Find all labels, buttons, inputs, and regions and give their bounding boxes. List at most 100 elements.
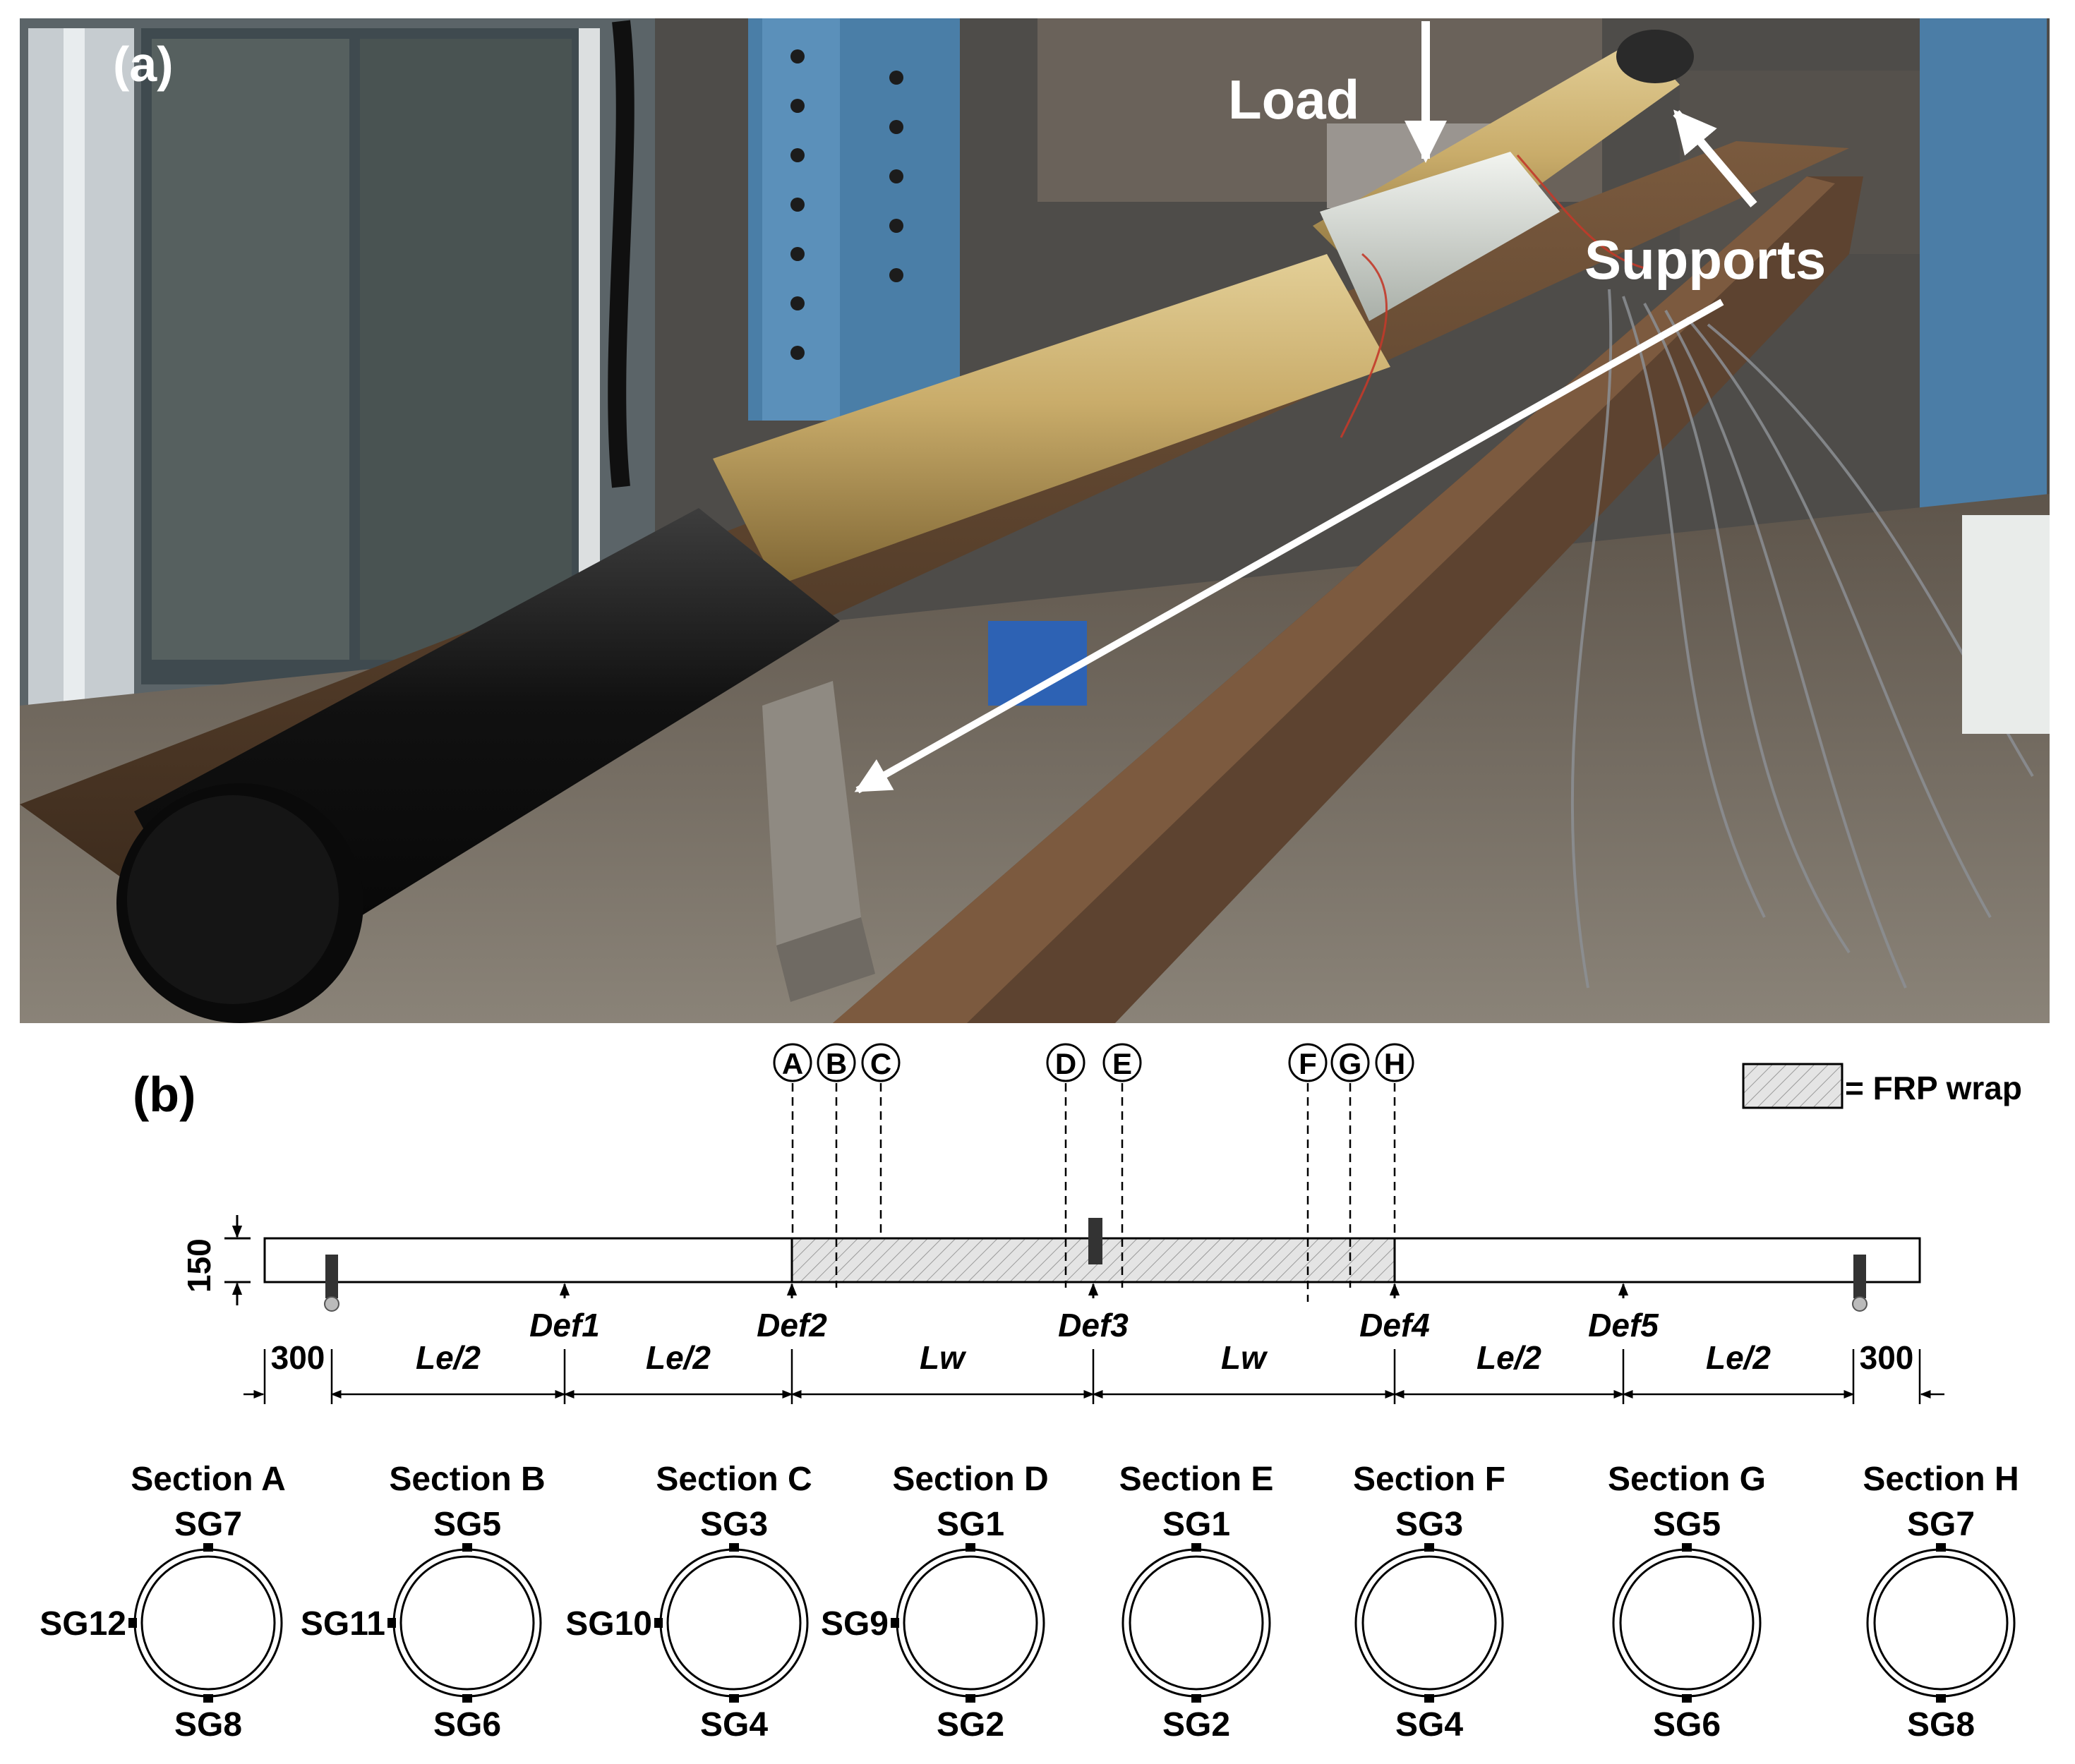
section-inner-ring <box>399 1555 535 1691</box>
marker-label-e: E <box>1112 1047 1132 1080</box>
deflection-label-2: Def2 <box>757 1307 827 1343</box>
gauge-side-label: SG9 <box>821 1605 889 1643</box>
gauge-top-label: SG3 <box>700 1506 768 1543</box>
marker-label-d: D <box>1055 1047 1076 1080</box>
section-title: Section G <box>1608 1461 1766 1498</box>
deflection-label-3: Def3 <box>1058 1307 1129 1343</box>
section-title: Section F <box>1353 1461 1505 1498</box>
section-inner-ring <box>903 1555 1038 1691</box>
gauge-top-label: SG5 <box>1653 1506 1721 1543</box>
right-support-roller <box>1852 1296 1867 1312</box>
section-inner-ring <box>1129 1555 1264 1691</box>
deflection-label-5: Def5 <box>1588 1307 1659 1343</box>
span-label-0: 300 <box>271 1339 325 1376</box>
gauge-top-mark <box>1936 1543 1946 1552</box>
right-support <box>1853 1255 1866 1298</box>
gauge-top-mark <box>203 1543 213 1552</box>
gauge-bottom-mark <box>203 1694 213 1703</box>
marker-circle-e <box>1102 1043 1142 1082</box>
gauge-top-label: SG1 <box>1162 1506 1230 1543</box>
frp-wrap-swatch <box>1742 1063 1844 1109</box>
gauge-top-label: SG5 <box>433 1506 501 1543</box>
gauge-bottom-label: SG8 <box>174 1706 242 1744</box>
gauge-side-mark <box>654 1618 663 1628</box>
span-label-6: Le/2 <box>1706 1339 1771 1376</box>
section-title: Section C <box>656 1461 812 1498</box>
gauge-top-mark <box>1682 1543 1692 1552</box>
photo-panel: (a) Load Supports <box>20 18 2050 1023</box>
gauge-bottom-label: SG8 <box>1907 1706 1975 1744</box>
gauge-bottom-mark <box>1191 1694 1201 1703</box>
gauge-top-label: SG7 <box>1907 1506 1975 1543</box>
section-inner-ring <box>1873 1555 2009 1691</box>
section-title: Section A <box>131 1461 286 1498</box>
load-label: Load <box>1228 68 1359 131</box>
gauge-bottom-mark <box>462 1694 472 1703</box>
span-label-1: Le/2 <box>416 1339 481 1376</box>
support-arrow-front <box>854 298 1724 794</box>
marker-label-f: F <box>1299 1047 1317 1080</box>
gauge-side-label: SG11 <box>301 1605 385 1643</box>
load-block <box>1088 1218 1102 1264</box>
gauge-bottom-label: SG2 <box>1162 1706 1230 1744</box>
gauge-bottom-mark <box>1424 1694 1434 1703</box>
gauge-bottom-mark <box>966 1694 975 1703</box>
support-arrow-back <box>1673 109 1757 207</box>
panel-a-label: (a) <box>113 37 174 92</box>
section-title: Section H <box>1863 1461 2019 1498</box>
gauge-side-mark <box>387 1618 396 1628</box>
gauge-top-mark <box>1424 1543 1434 1552</box>
gauge-top-label: SG3 <box>1395 1506 1463 1543</box>
marker-circle-f <box>1288 1043 1328 1082</box>
gauge-top-label: SG7 <box>174 1506 242 1543</box>
marker-circle-g <box>1330 1043 1370 1082</box>
span-label-4: Lw <box>1221 1339 1268 1376</box>
marker-label-c: C <box>870 1047 891 1080</box>
marker-circle-b <box>817 1043 856 1082</box>
left-support <box>325 1255 338 1298</box>
gauge-top-mark <box>462 1543 472 1552</box>
span-label-3: Lw <box>920 1339 967 1376</box>
section-title: Section E <box>1119 1461 1274 1498</box>
marker-circle-c <box>861 1043 901 1082</box>
legend-text: = FRP wrap <box>1845 1070 2022 1106</box>
panel-b-label: (b) <box>133 1067 196 1122</box>
left-support-roller <box>324 1296 339 1312</box>
marker-label-h: H <box>1384 1047 1405 1080</box>
deflection-label-4: Def4 <box>1359 1307 1430 1343</box>
height-dim-label: 150 <box>181 1238 217 1293</box>
gauge-bottom-label: SG6 <box>1653 1706 1721 1744</box>
span-label-5: Le/2 <box>1476 1339 1541 1376</box>
gauge-bottom-label: SG4 <box>700 1706 768 1744</box>
gauge-top-label: SG1 <box>937 1506 1004 1543</box>
gauge-bottom-label: SG4 <box>1395 1706 1463 1744</box>
gauge-side-mark <box>128 1618 137 1628</box>
supports-label: Supports <box>1584 229 1826 291</box>
marker-circle-h <box>1375 1043 1414 1082</box>
section-inner-ring <box>140 1555 276 1691</box>
gauge-side-label: SG12 <box>40 1605 126 1643</box>
gauge-bottom-mark <box>1682 1694 1692 1703</box>
section-inner-ring <box>666 1555 802 1691</box>
gauge-top-mark <box>966 1543 975 1552</box>
gauge-top-mark <box>729 1543 739 1552</box>
span-label-7: 300 <box>1860 1339 1914 1376</box>
marker-label-g: G <box>1339 1047 1362 1080</box>
marker-label-a: A <box>782 1047 803 1080</box>
gauge-bottom-mark <box>1936 1694 1946 1703</box>
section-title: Section B <box>389 1461 545 1498</box>
gauge-bottom-label: SG6 <box>433 1706 501 1744</box>
